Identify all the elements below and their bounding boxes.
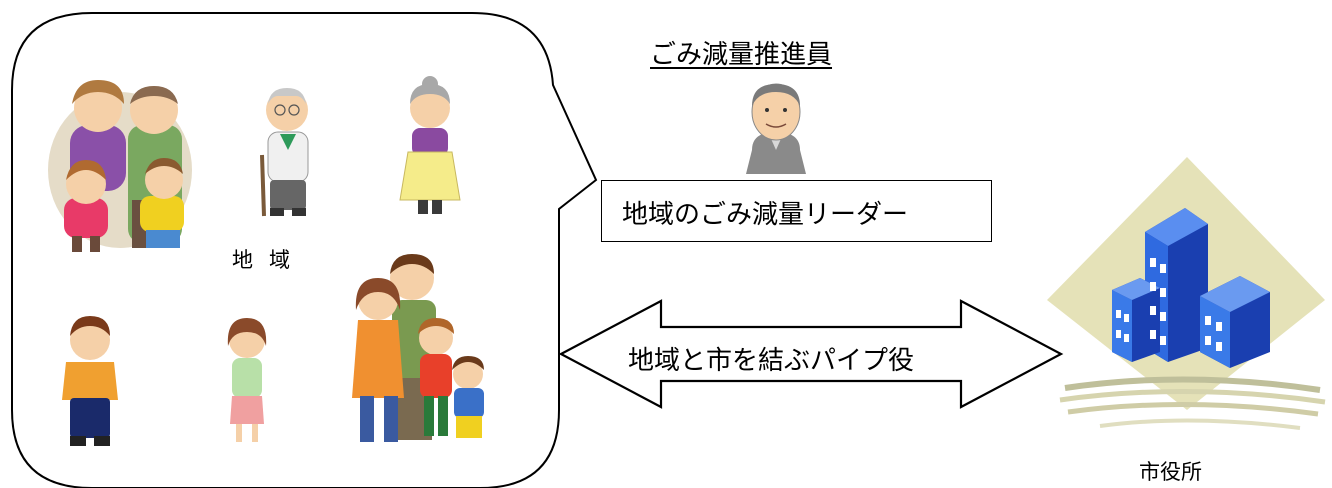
woman-icon xyxy=(227,318,267,442)
leader-role-label: 地域のごみ減量リーダー xyxy=(622,200,909,230)
family-of-four-icon xyxy=(352,254,484,442)
elderly-woman-icon xyxy=(399,76,461,214)
young-man-icon xyxy=(62,316,118,446)
family-group-icon xyxy=(48,80,192,252)
promoter-title: ごみ減量推進員 xyxy=(650,40,833,70)
pipe-role-label: 地域と市を結ぶパイプ役 xyxy=(628,346,915,376)
cityhall-label: 市役所 xyxy=(1139,460,1202,484)
promoter-man-icon xyxy=(746,83,806,174)
leader-role-box xyxy=(601,180,992,242)
double-arrow xyxy=(558,299,1064,409)
area-label: 地域 xyxy=(232,248,306,272)
city-hall-building-icon xyxy=(1047,157,1326,430)
elderly-man-icon xyxy=(260,88,309,217)
